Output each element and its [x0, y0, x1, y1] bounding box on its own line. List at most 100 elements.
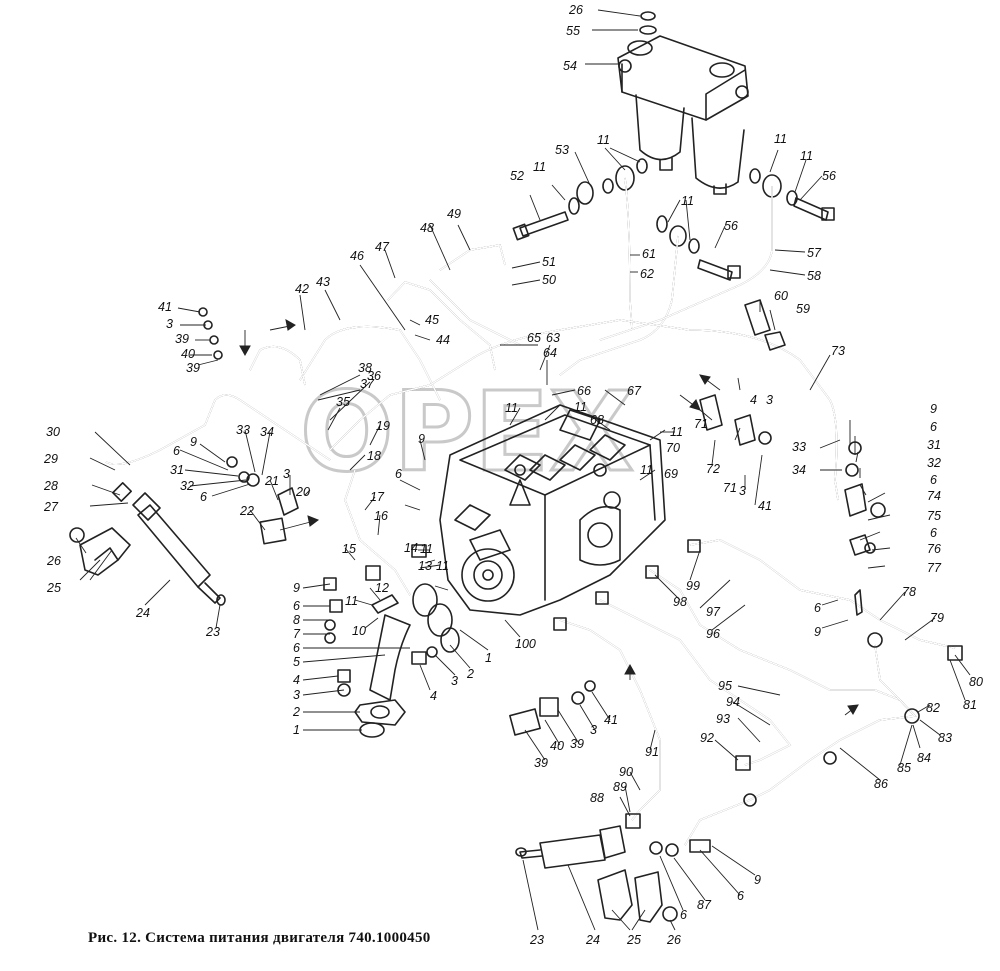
- callout: 22: [239, 504, 254, 518]
- callout: 34: [260, 425, 274, 439]
- callout: 17: [370, 490, 385, 504]
- callout: 40: [181, 347, 195, 361]
- misc-fittings: [198, 299, 963, 857]
- callout: 100: [515, 637, 536, 651]
- callout: 6: [814, 601, 821, 615]
- callout: 8: [293, 613, 300, 627]
- callout: 3: [166, 317, 173, 331]
- callout: 6: [395, 467, 402, 481]
- callout: 6: [930, 526, 937, 540]
- callout: 64: [543, 346, 557, 360]
- callout: 6: [200, 490, 207, 504]
- callout: 50: [542, 273, 556, 287]
- callout: 43: [316, 275, 330, 289]
- callout: 78: [902, 585, 916, 599]
- flow-arrows: [239, 319, 859, 716]
- injector-bottom: [515, 825, 626, 869]
- callout: 98: [673, 595, 687, 609]
- callout: 31: [170, 463, 184, 477]
- callout: 61: [642, 247, 656, 261]
- callout: 30: [46, 425, 60, 439]
- callout: 9: [190, 435, 197, 449]
- callout: 74: [927, 489, 941, 503]
- callout: 27: [43, 500, 59, 514]
- callout: 26: [568, 3, 583, 17]
- callout: 31: [927, 438, 941, 452]
- callout: 1: [293, 723, 300, 737]
- callout: 6: [293, 599, 300, 613]
- callout: 83: [938, 731, 952, 745]
- callout: 19: [376, 419, 390, 433]
- callout: 11: [345, 594, 358, 608]
- callout: 60: [774, 289, 788, 303]
- callout: 3: [293, 688, 300, 702]
- banjo-bolts-filter: [512, 158, 835, 281]
- callout: 82: [926, 701, 940, 715]
- fuel-filter-assembly: [617, 11, 749, 195]
- callout: 4: [293, 673, 300, 687]
- callout: 71: [694, 417, 708, 431]
- callout: 70: [666, 441, 680, 455]
- callout: 72: [706, 462, 720, 476]
- callout: 97: [706, 605, 721, 619]
- injector-clamp-left: [69, 527, 131, 576]
- callout: 3: [766, 393, 773, 407]
- callout: 26: [46, 554, 61, 568]
- callout: 42: [295, 282, 309, 296]
- callout: 4: [750, 393, 757, 407]
- callout: 40: [550, 739, 564, 753]
- callout: 65: [527, 331, 541, 345]
- callout: 39: [175, 332, 189, 346]
- callout: 25: [46, 581, 61, 595]
- callout: 6: [173, 444, 180, 458]
- callout: 9: [754, 873, 761, 887]
- callout: 96: [706, 627, 720, 641]
- callout: 6: [293, 641, 300, 655]
- callout: 32: [927, 456, 941, 470]
- callout: 11: [597, 133, 610, 147]
- callout: 66: [577, 384, 591, 398]
- callout: 11: [436, 559, 449, 573]
- callout: 90: [619, 765, 633, 779]
- callout: 51: [542, 255, 556, 269]
- callout: 11: [640, 463, 653, 477]
- callout: 69: [664, 467, 678, 481]
- callout: 4: [430, 689, 437, 703]
- callout: 12: [375, 581, 389, 595]
- callout: 91: [645, 745, 659, 759]
- callout: 34: [792, 463, 806, 477]
- callout: 9: [418, 432, 425, 446]
- callout: 35: [336, 395, 350, 409]
- callout: 24: [135, 606, 150, 620]
- callout: 11: [505, 401, 518, 415]
- callout: 99: [686, 579, 700, 593]
- callout: 5: [293, 655, 300, 669]
- callout: 37: [360, 377, 375, 391]
- callout: 71: [723, 481, 737, 495]
- callout: 58: [807, 269, 821, 283]
- callout: 55: [566, 24, 580, 38]
- callout: 94: [726, 695, 740, 709]
- callout: 33: [236, 423, 250, 437]
- callout: 59: [796, 302, 810, 316]
- callout: 16: [374, 509, 388, 523]
- callout: 87: [697, 898, 712, 912]
- callout: 23: [205, 625, 220, 639]
- callout: 68: [590, 413, 604, 427]
- figure-caption: Рис. 12. Система питания двигателя 740.1…: [88, 930, 431, 946]
- callout: 76: [927, 542, 941, 556]
- callout: 45: [425, 313, 439, 327]
- callout: 93: [716, 712, 730, 726]
- callout-numbers: 26 55 54 53 11 52 11 11 11 56 11 56 57 5…: [43, 3, 983, 947]
- callout: 41: [604, 713, 618, 727]
- callout: 6: [737, 889, 744, 903]
- callout: 11: [774, 132, 787, 146]
- callout: 23: [529, 933, 544, 947]
- callout: 24: [585, 933, 600, 947]
- callout: 11: [670, 425, 683, 439]
- callout: 73: [831, 344, 845, 358]
- callout: 1: [485, 651, 492, 665]
- callout: 48: [420, 221, 434, 235]
- callout: 20: [295, 485, 310, 499]
- callout: 33: [792, 440, 806, 454]
